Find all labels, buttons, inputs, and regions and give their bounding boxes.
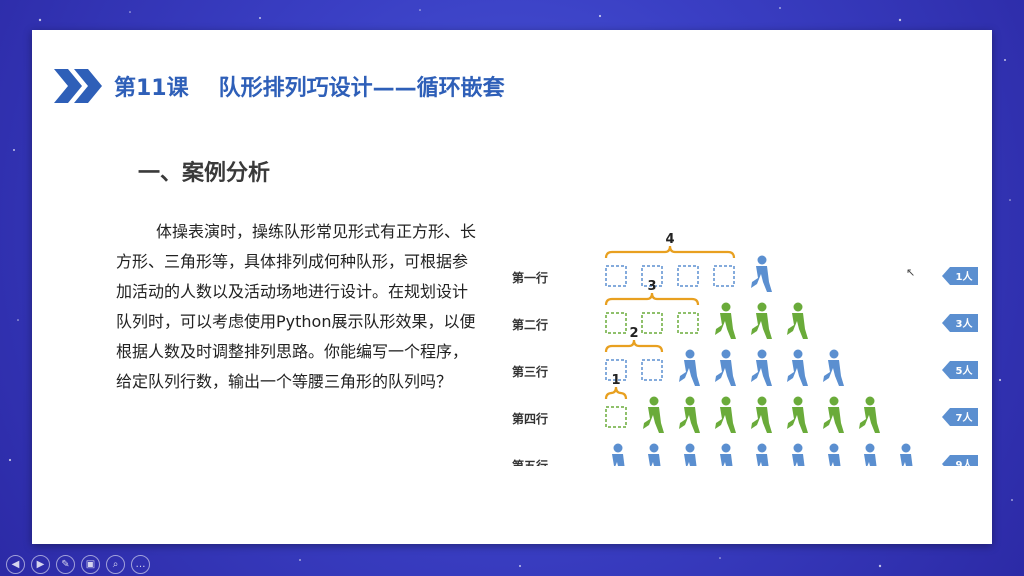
count-brace xyxy=(604,245,736,259)
person-icon xyxy=(787,349,808,386)
person-icon xyxy=(679,396,700,433)
person-icon xyxy=(643,396,664,433)
person-icon xyxy=(715,349,736,386)
person-icon xyxy=(792,443,805,466)
count-brace xyxy=(604,292,700,306)
brace-number: 3 xyxy=(647,279,656,294)
brace-number: 1 xyxy=(611,373,620,388)
count-tag-label: 7人 xyxy=(956,411,974,424)
row-label: 第三行 xyxy=(512,364,548,379)
count-tag-label: 3人 xyxy=(956,317,974,330)
count-tag xyxy=(942,455,978,466)
row-label: 第五行 xyxy=(512,458,548,466)
empty-slot xyxy=(713,265,735,287)
slide-title: 第11课 队形排列巧设计——循环嵌套 xyxy=(114,70,505,102)
empty-slot xyxy=(641,312,663,334)
person-icon xyxy=(648,443,661,466)
presentation-toolbar: ◀ ▶ ✎ ▣ ⌕ … xyxy=(0,552,150,576)
person-icon xyxy=(751,302,772,339)
slides-icon[interactable]: ▣ xyxy=(81,554,100,574)
person-icon xyxy=(823,396,844,433)
person-icon xyxy=(715,302,736,339)
prev-icon[interactable]: ◀ xyxy=(6,554,25,574)
next-icon[interactable]: ▶ xyxy=(31,554,50,574)
count-tag-label: 1人 xyxy=(956,270,974,283)
brace-number: 2 xyxy=(629,326,638,341)
zoom-icon[interactable]: ⌕ xyxy=(106,554,125,574)
empty-slot xyxy=(605,312,627,334)
person-icon xyxy=(900,443,913,466)
person-icon xyxy=(679,349,700,386)
double-chevron-icon xyxy=(54,69,102,103)
person-icon xyxy=(787,302,808,339)
person-icon xyxy=(751,255,772,292)
empty-slot xyxy=(605,406,627,428)
brace-number: 4 xyxy=(665,232,674,247)
count-tag-label: 9人 xyxy=(956,458,974,466)
person-icon xyxy=(715,396,736,433)
empty-slot xyxy=(677,265,699,287)
case-paragraph: 体操表演时，操练队形常见形式有正方形、长方形、三角形等，具体排列成何种队形，可根… xyxy=(116,222,477,391)
slide-title-bar: 第11课 队形排列巧设计——循环嵌套 xyxy=(54,66,505,106)
person-icon xyxy=(751,349,772,386)
section-heading: 一、案例分析 xyxy=(138,161,271,186)
person-icon xyxy=(612,443,625,466)
empty-slot xyxy=(605,265,627,287)
row-label: 第二行 xyxy=(512,317,548,332)
empty-slot xyxy=(641,265,663,287)
person-icon xyxy=(751,396,772,433)
person-icon xyxy=(756,443,769,466)
count-brace xyxy=(604,339,664,353)
count-tag xyxy=(942,408,978,426)
person-icon xyxy=(787,396,808,433)
person-icon xyxy=(828,443,841,466)
row-label: 第一行 xyxy=(512,270,548,285)
empty-slot xyxy=(641,359,663,381)
count-tag xyxy=(942,314,978,332)
person-icon xyxy=(720,443,733,466)
title-topic: 队形排列巧设计——循环嵌套 xyxy=(218,76,505,101)
person-icon xyxy=(684,443,697,466)
count-tag xyxy=(942,267,978,285)
slide-canvas: 第11课 队形排列巧设计——循环嵌套 一、案例分析 体操表演时，操练队形常见形式有… xyxy=(32,30,992,544)
count-tag-label: 5人 xyxy=(956,364,974,377)
title-lesson: 第11课 xyxy=(114,76,189,101)
person-icon xyxy=(823,349,844,386)
count-brace xyxy=(604,386,628,400)
pen-icon[interactable]: ✎ xyxy=(56,554,75,574)
row-label: 第四行 xyxy=(512,411,548,426)
more-icon[interactable]: … xyxy=(131,554,150,574)
person-icon xyxy=(859,396,880,433)
count-tag xyxy=(942,361,978,379)
empty-slot xyxy=(677,312,699,334)
mouse-cursor-icon: ↖ xyxy=(906,266,916,279)
empty-slot xyxy=(605,359,627,381)
person-icon xyxy=(864,443,877,466)
